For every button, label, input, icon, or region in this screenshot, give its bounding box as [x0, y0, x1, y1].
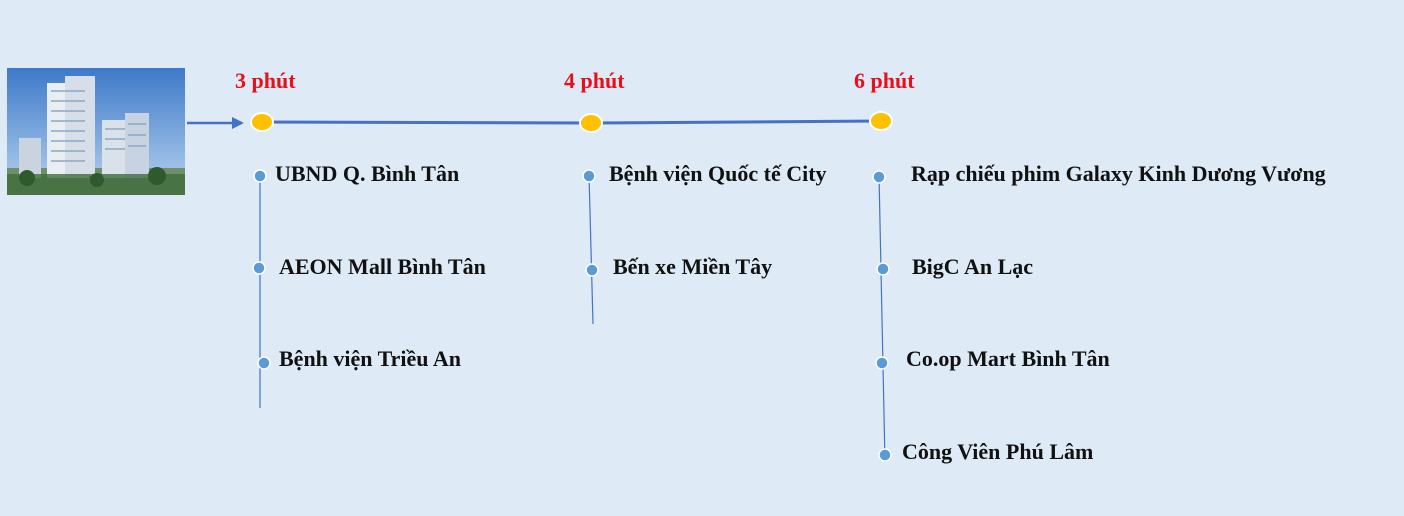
- place-dot: [875, 356, 889, 370]
- stop-marker: [250, 112, 274, 132]
- arrow-head-icon: [232, 117, 244, 129]
- main-route-line: [261, 119, 882, 125]
- place-dot: [585, 263, 599, 277]
- place-label: Bệnh viện Triều An: [279, 346, 461, 371]
- time-label: 6 phút: [854, 68, 915, 93]
- stop-marker: [869, 111, 893, 131]
- branch-line: [878, 174, 886, 463]
- place-dot: [257, 356, 271, 370]
- place-label: BigC An Lạc: [912, 254, 1034, 279]
- place-label: Co.op Mart Bình Tân: [906, 346, 1110, 371]
- place-dot: [876, 262, 890, 276]
- place-dot: [878, 448, 892, 462]
- place-dot: [872, 170, 886, 184]
- stop-marker: [579, 113, 603, 133]
- time-label: 4 phút: [564, 68, 625, 93]
- place-dot: [582, 169, 596, 183]
- place-label: AEON Mall Bình Tân: [279, 254, 486, 279]
- place-label: Công Viên Phú Lâm: [902, 439, 1094, 464]
- place-label: Rạp chiếu phim Galaxy Kinh Dương Vương: [911, 161, 1326, 186]
- place-dot: [253, 169, 267, 183]
- branch-line: [588, 174, 594, 325]
- place-label: UBND Q. Bình Tân: [275, 161, 460, 186]
- place-label: Bến xe Miền Tây: [613, 254, 773, 279]
- place-label: Bệnh viện Quốc tế City: [609, 161, 827, 186]
- place-dot: [252, 261, 266, 275]
- apartment-photo: [7, 68, 185, 195]
- time-label: 3 phút: [235, 68, 296, 93]
